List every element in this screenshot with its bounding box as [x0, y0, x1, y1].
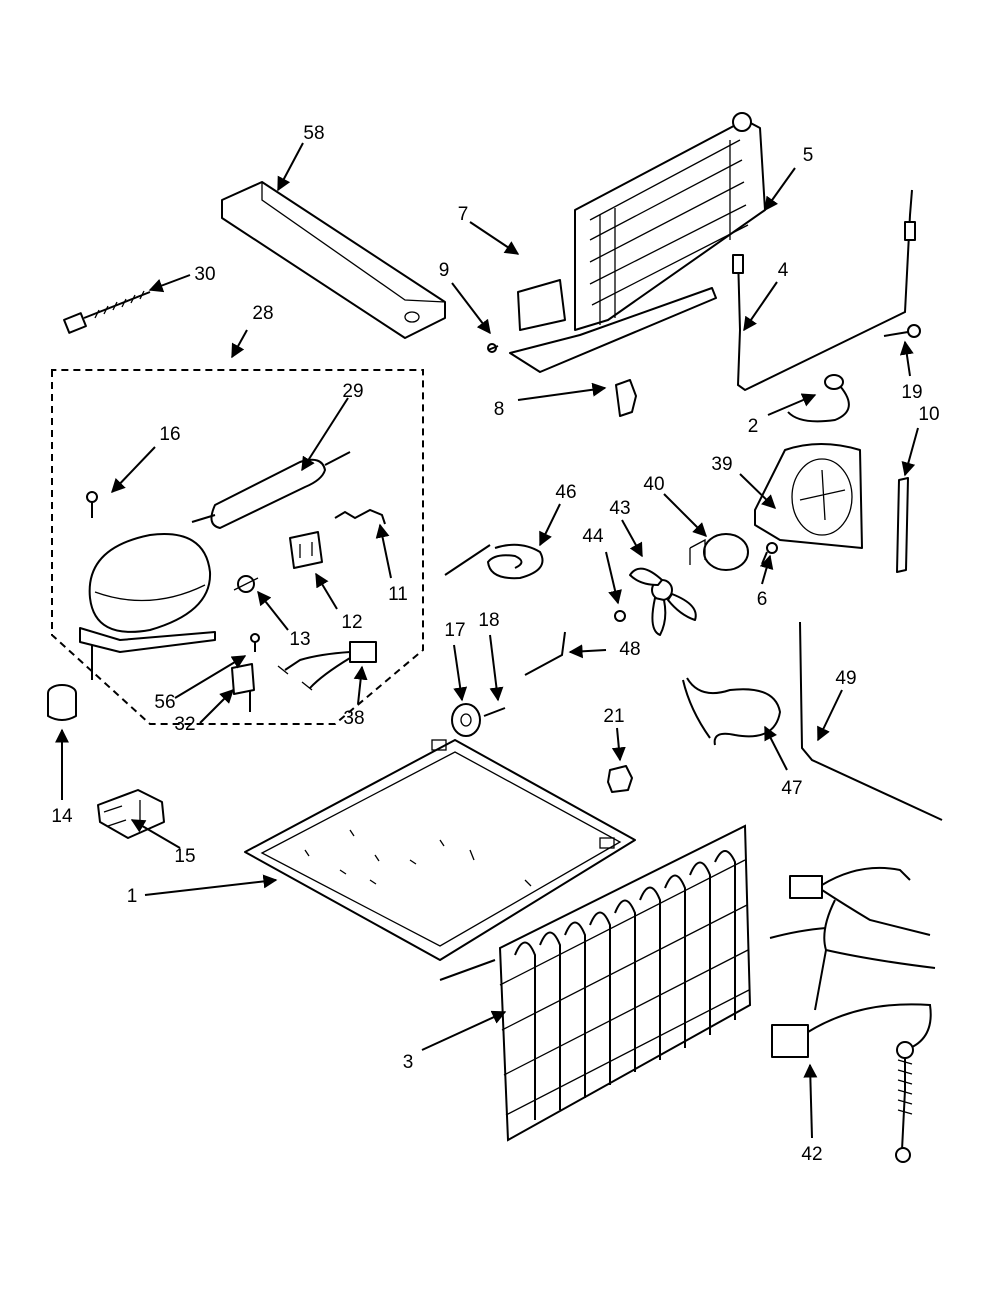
part-19-screw — [883, 324, 921, 338]
callout-8: 8 — [494, 399, 505, 420]
part-32-bracket — [231, 663, 255, 712]
part-14-grommet — [47, 684, 77, 721]
part-43-fan-blade — [629, 567, 697, 636]
callout-32: 32 — [174, 714, 195, 735]
callout-6: 6 — [757, 589, 768, 610]
callout-13: 13 — [289, 629, 310, 650]
part-30-rod — [63, 290, 151, 334]
part-29-drier — [191, 451, 351, 529]
part-49-rod — [799, 621, 943, 821]
part-39-fan-shroud — [754, 443, 863, 549]
callout-1: 1 — [127, 886, 138, 907]
part-compressor — [79, 533, 216, 680]
part-48-tube — [524, 631, 566, 676]
part-10-strip — [896, 477, 909, 573]
callout-29: 29 — [342, 381, 363, 402]
part-13-clip — [233, 575, 259, 593]
callout-47: 47 — [781, 778, 802, 799]
leader-lines — [55, 142, 919, 1139]
callout-56: 56 — [154, 692, 175, 713]
callout-21: 21 — [603, 706, 624, 727]
callout-30: 30 — [194, 264, 215, 285]
callout-18: 18 — [478, 610, 499, 631]
callout-48: 48 — [619, 639, 640, 660]
callout-16: 16 — [159, 424, 180, 445]
callout-19: 19 — [901, 382, 922, 403]
part-3-condenser — [439, 824, 752, 1142]
part-4-sensor — [732, 189, 916, 392]
part-16-screw — [86, 491, 98, 518]
callout-39: 39 — [711, 454, 732, 475]
part-17-wheel — [451, 703, 481, 737]
callout-49: 49 — [835, 668, 856, 689]
callout-43: 43 — [609, 498, 630, 519]
part-21-nut — [607, 765, 633, 793]
part-5-evaporator — [509, 112, 766, 373]
callout-40: 40 — [643, 474, 664, 495]
callout-28: 28 — [252, 303, 273, 324]
callout-11: 11 — [388, 584, 408, 605]
callout-3: 3 — [403, 1052, 414, 1073]
callout-58: 58 — [303, 123, 324, 144]
part-42-harness — [769, 866, 936, 1163]
callout-labels: 58 30 28 29 16 11 12 13 56 32 38 14 15 1… — [51, 123, 939, 1165]
part-56-screw — [250, 633, 260, 652]
part-11-wire — [334, 508, 386, 525]
part-9-screw — [487, 343, 499, 353]
part-18-pin — [483, 707, 506, 717]
part-40-fan-motor — [689, 533, 749, 571]
part-46-coil — [444, 543, 544, 580]
callout-12: 12 — [341, 612, 362, 633]
callout-44: 44 — [582, 526, 604, 547]
part-8-clip — [615, 379, 637, 417]
part-47-tube — [682, 677, 782, 746]
callout-10: 10 — [918, 404, 939, 425]
callout-9: 9 — [439, 260, 450, 281]
callout-14: 14 — [51, 806, 73, 827]
callout-38: 38 — [343, 708, 364, 729]
callout-4: 4 — [778, 260, 789, 281]
part-44-nut — [614, 610, 626, 622]
part-2-grommet — [787, 374, 850, 423]
callout-17: 17 — [444, 620, 465, 641]
callout-46: 46 — [555, 482, 576, 503]
part-15-connector — [97, 789, 165, 839]
part-1-base-pan — [244, 739, 636, 961]
part-12-relay — [289, 531, 323, 569]
callout-7: 7 — [458, 204, 469, 225]
callout-2: 2 — [748, 416, 759, 437]
part-58-cover-channel — [221, 181, 446, 339]
assembly-28-boundary — [51, 369, 424, 725]
part-38-harness — [277, 641, 377, 691]
callout-5: 5 — [803, 145, 814, 166]
callout-15: 15 — [174, 846, 195, 867]
callout-42: 42 — [801, 1144, 822, 1165]
